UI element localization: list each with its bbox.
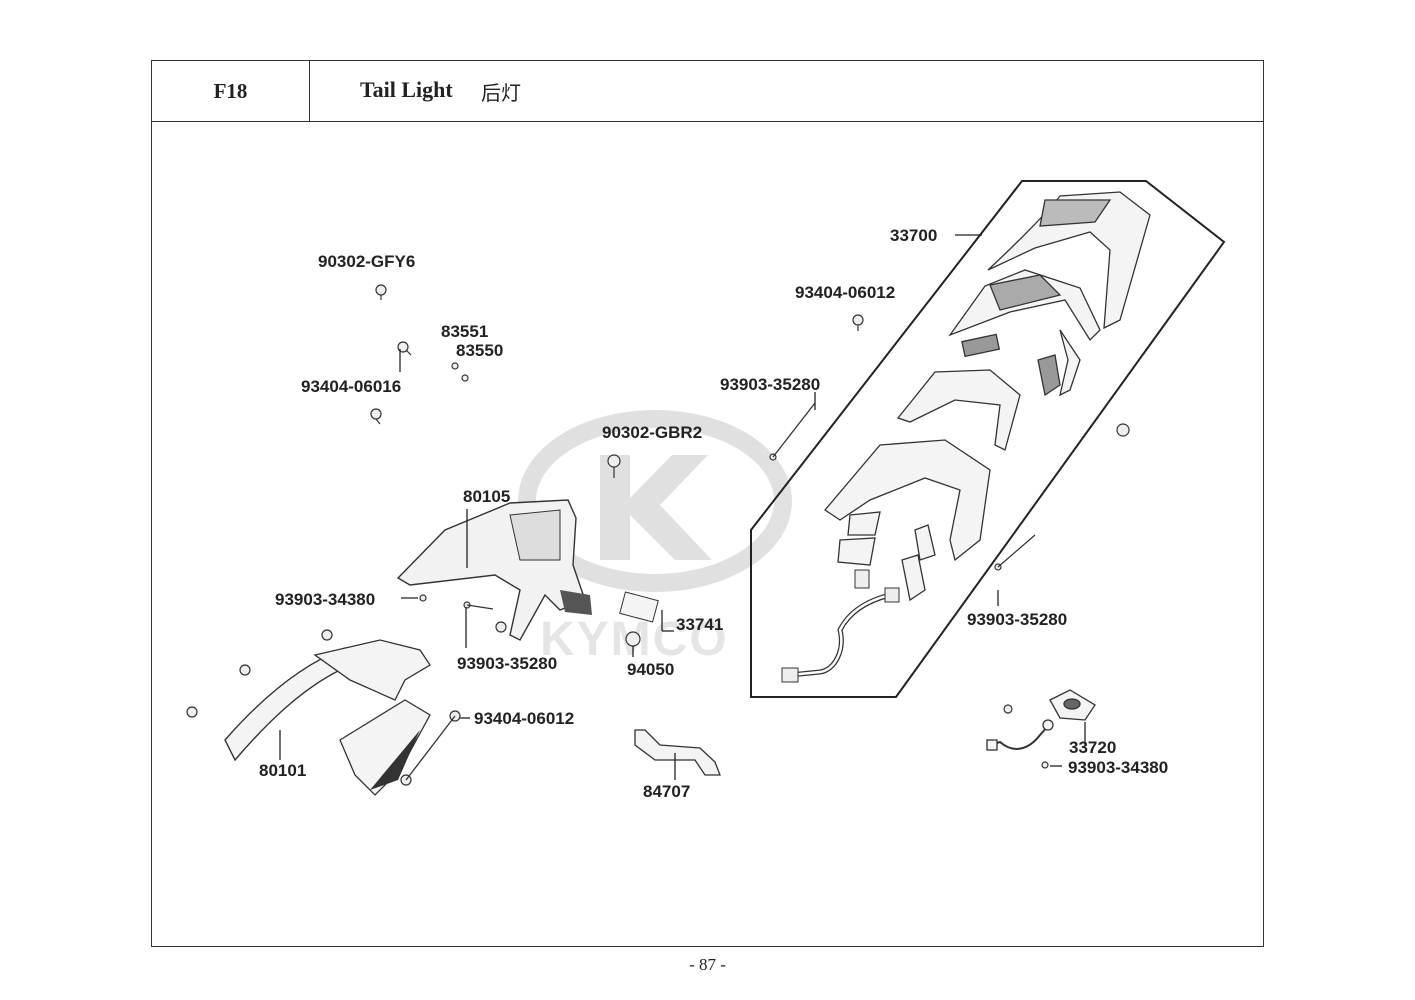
- part-label: 33720: [1069, 738, 1117, 757]
- header-code-cell: [151, 60, 310, 122]
- callout-leader-lines: [279, 234, 1086, 780]
- part-label: 84707: [643, 782, 691, 801]
- part-label: 93404-06012: [474, 709, 575, 728]
- part-label: 93404-06016: [301, 377, 402, 396]
- part-label: 94050: [627, 660, 675, 679]
- part-label: 33700: [890, 226, 938, 245]
- part-label: 90302-GFY6: [318, 252, 416, 271]
- license-light-plate-33741: [619, 591, 659, 623]
- part-label: 80101: [259, 761, 307, 780]
- tail-light-lens-parts: [824, 191, 1151, 602]
- part-label: 93903-34380: [1068, 758, 1169, 777]
- part-label: 80105: [463, 487, 511, 506]
- section-code: F18: [213, 78, 248, 103]
- hardware-bolts: [186, 284, 1130, 786]
- section-title-chinese: 后灯: [481, 81, 521, 105]
- header-row: [151, 60, 1264, 122]
- page-number: - 87 -: [689, 955, 726, 974]
- part-label: 90302-GBR2: [602, 423, 703, 442]
- diagram-frame: [151, 60, 1264, 947]
- part-label: 93903-35280: [720, 375, 821, 394]
- bracket-84707: [634, 729, 721, 776]
- license-light-33720: [986, 689, 1096, 751]
- part-label: 33741: [676, 615, 724, 634]
- tail-light-assembly-outline: [750, 180, 1226, 698]
- part-label: 93404-06012: [795, 283, 896, 302]
- part-label: 83551: [441, 322, 489, 341]
- part-label: 93903-35280: [967, 610, 1068, 629]
- part-label: 83550: [456, 341, 504, 360]
- kymco-watermark-logo: KYMCO: [518, 410, 792, 666]
- part-label: 93903-35280: [457, 654, 558, 673]
- section-title: Tail Light: [360, 77, 453, 102]
- part-label: 93903-34380: [275, 590, 376, 609]
